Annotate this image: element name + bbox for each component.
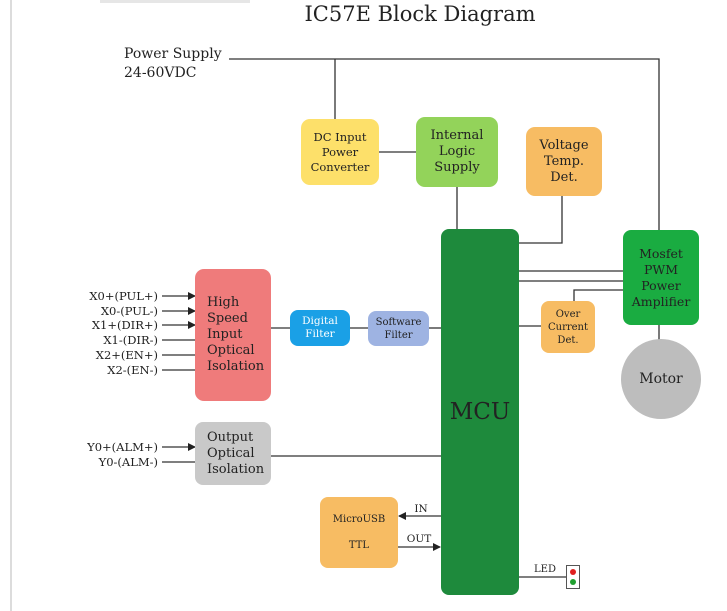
mosfet-pwm-amplifier-block: Mosfet PWM Power Amplifier: [623, 230, 699, 325]
mosfet-line-2: PWM: [643, 261, 679, 277]
output-label-1: Y0-(ALM-): [98, 455, 158, 469]
input-label-3: X1-(DIR-): [103, 333, 158, 347]
voltage-temp-line-2: Temp.: [543, 153, 585, 169]
over-current-line-1: Over: [555, 308, 581, 320]
motor-label: Motor: [639, 371, 683, 387]
power-supply-label: Power Supply: [124, 46, 222, 62]
microusb-line-2: TTL: [348, 539, 370, 551]
dc-input-power-converter-block: DC Input Power Converter: [301, 119, 379, 185]
high-speed-input-isolation-block: High Speed Input Optical Isolation: [195, 269, 271, 401]
voltage-temp-det-block: Voltage Temp. Det.: [526, 127, 602, 196]
voltage-temp-line-1: Voltage: [539, 137, 589, 153]
led-red-dot: [569, 569, 576, 575]
voltage-temp-line-3: Det.: [550, 169, 578, 185]
software-filter-line-1: Software: [375, 316, 422, 328]
mosfet-line-3: Power: [641, 277, 681, 293]
led-indicator: [566, 565, 580, 589]
dc-input-line-3: Converter: [310, 159, 370, 174]
top-edge-stripe: [100, 0, 250, 3]
power-supply-voltage-label: 24-60VDC: [124, 65, 197, 81]
high-speed-line-2: Speed: [207, 311, 248, 326]
high-speed-line-4: Optical: [207, 343, 255, 358]
mcu-block: MCU: [441, 229, 519, 595]
in-label: IN: [414, 503, 428, 515]
input-label-1: X0-(PUL-): [100, 304, 158, 318]
power-bus-wire: [229, 58, 660, 230]
microusb-line-1: MicroUSB: [332, 513, 386, 525]
output-optical-isolation-block: Output Optical Isolation: [195, 422, 271, 485]
high-speed-line-5: Isolation: [207, 359, 265, 374]
voltage-to-mcu-wire: [519, 196, 563, 244]
digital-filter-block: Digital Filter: [290, 310, 350, 346]
output-optical-line-1: Output: [207, 429, 254, 445]
software-filter-block: Software Filter: [368, 311, 429, 346]
input-label-5: X2-(EN-): [107, 363, 158, 377]
over-current-det-block: Over Current Det.: [541, 301, 595, 353]
dc-input-line-2: Power: [321, 144, 359, 159]
out-label: OUT: [406, 533, 432, 545]
over-current-to-mosfet-wire: [573, 289, 624, 301]
internal-logic-supply-block: Internal Logic Supply: [416, 117, 498, 187]
digital-filter-line-2: Filter: [305, 328, 335, 340]
digital-filter-line-1: Digital: [302, 315, 338, 327]
mosfet-line-4: Amplifier: [631, 293, 691, 309]
led-label: LED: [534, 564, 556, 575]
high-speed-line-3: Input: [207, 327, 243, 342]
dc-input-line-1: DC Input: [313, 129, 367, 144]
motor-circle: Motor: [621, 339, 701, 419]
input-label-2: X1+(DIR+): [91, 318, 158, 332]
input-label-0: X0+(PUL+): [89, 289, 158, 303]
input-label-4: X2+(EN+): [95, 348, 158, 362]
diagram-title: IC57E Block Diagram: [304, 2, 536, 26]
internal-logic-line-2: Logic: [438, 144, 476, 159]
microusb-ttl-block: MicroUSB TTL: [320, 497, 398, 568]
mosfet-line-1: Mosfet: [639, 245, 683, 261]
mcu-label: MCU: [449, 399, 511, 425]
output-optical-line-2: Optical: [207, 445, 255, 461]
led-green-dot: [569, 579, 576, 585]
internal-logic-line-1: Internal: [430, 128, 484, 143]
over-current-line-2: Current: [547, 321, 589, 333]
output-label-0: Y0+(ALM+): [87, 440, 158, 454]
page-edge-line: [10, 0, 12, 611]
internal-logic-line-3: Supply: [434, 160, 480, 175]
output-optical-line-3: Isolation: [207, 461, 265, 477]
software-filter-line-2: Filter: [384, 329, 413, 341]
over-current-line-3: Det.: [557, 334, 579, 346]
high-speed-line-1: High: [207, 295, 240, 310]
